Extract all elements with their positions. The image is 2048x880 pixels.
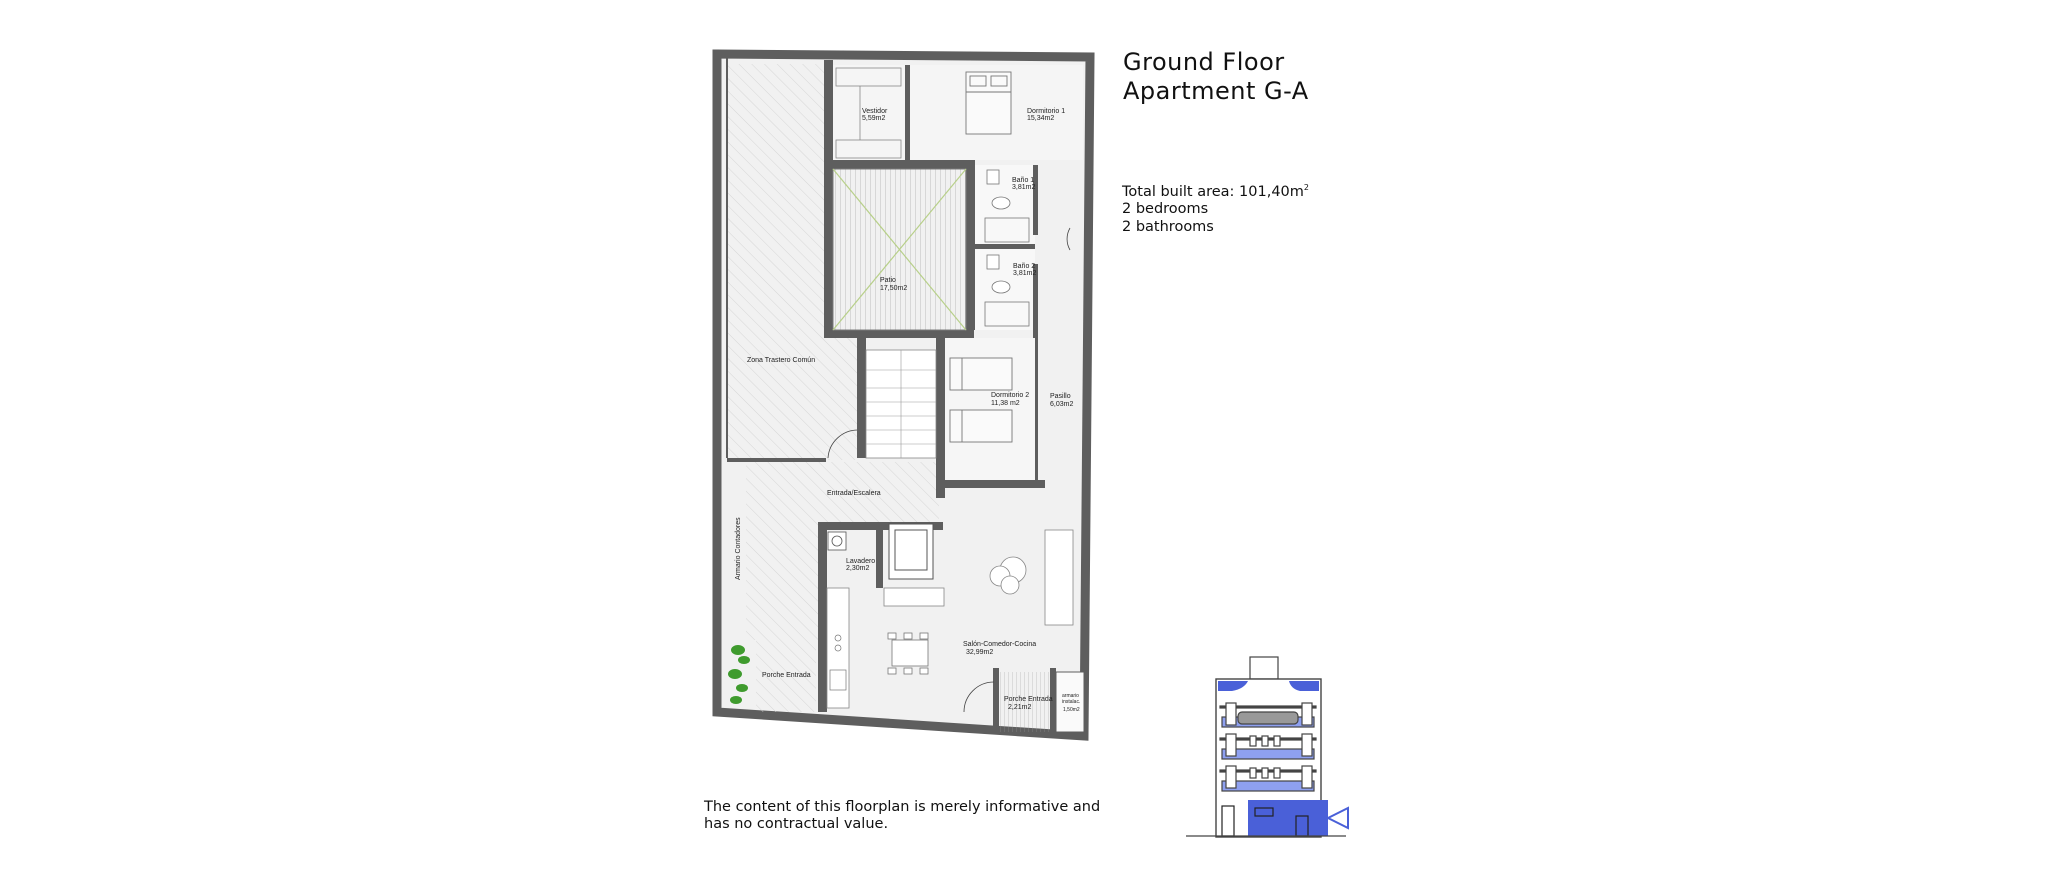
built-area-text: Total built area: 101,40m2 [1122,183,1310,200]
building-elevation-diagram [1186,656,1349,838]
disclaimer-line-2: has no contractual value. [704,816,889,832]
room-label-bano-1: Baño 1 [1012,177,1034,184]
common-storage-area [727,64,824,460]
room-label-vestidor: Vestidor [862,108,888,115]
room-label-bano-2: Baño 2 [1013,263,1035,270]
room-area-salon: 32,99m2 [966,649,993,656]
lift-icon [888,523,934,580]
room-label-entrada-escalera: Entrada/Escalera [827,490,881,497]
room-area-armario-instal: 1,50m2 [1063,707,1080,713]
room-label-pasillo: Pasillo [1050,393,1071,400]
room-label-dormitorio-2: Dormitorio 2 [991,392,1029,399]
page-title-floor: Ground Floor [1123,48,1285,76]
room-area-pasillo: 6,03m2 [1050,401,1073,408]
room-label-zona-trastero: Zona Trastero Común [747,357,815,364]
plant-icon [728,645,750,704]
disclaimer-line-1: The content of this floorplan is merely … [704,799,1101,815]
room-area-dormitorio-1: 15,34m2 [1027,115,1054,122]
room-label-armario-contadores: Armario Contadores [735,517,742,580]
room-area-porche-entrada-right: 2,21m2 [1008,704,1031,711]
room-label-salon: Salón-Comedor-Cocina [963,641,1036,648]
room-label-armario-instal-2: instalac. [1062,699,1080,705]
entrance-arrow-icon [1325,806,1349,830]
room-label-porche-entrada-right: Porche Entrada [1004,696,1053,703]
bedrooms-text: 2 bedrooms [1122,201,1209,217]
entrance-hall-area [746,462,939,522]
bathrooms-text: 2 bathrooms [1122,219,1214,235]
room-area-vestidor: 5,59m2 [862,115,885,122]
room-label-lavadero: Lavadero [846,558,875,565]
room-label-porche-entrada-left: Porche Entrada [762,672,811,679]
room-area-bano-2: 3,81m2 [1013,270,1036,277]
room-label-patio: Patio [880,277,896,284]
double-bed-icon [965,71,1012,135]
floor-plan: Vestidor 5,59m2 Dormitorio 1 15,34m2 Bañ… [712,49,1095,741]
room-area-lavadero: 2,30m2 [846,565,869,572]
left-porch-area [756,640,816,712]
twin-bed-icon [949,357,1013,443]
dining-table-icon [887,632,929,675]
room-area-dormitorio-2: 11,38 m2 [991,400,1020,407]
page-title-apartment: Apartment G-A [1123,77,1309,105]
room-area-patio: 17,50m2 [880,285,907,292]
room-label-dormitorio-1: Dormitorio 1 [1027,108,1065,115]
washing-machine-icon [827,531,847,551]
room-label-armario-instal-1: armario [1062,693,1079,699]
room-area-bano-1: 3,81m2 [1012,184,1035,191]
ground-floor-highlight [1248,800,1328,836]
toilet-icon [986,169,1011,294]
